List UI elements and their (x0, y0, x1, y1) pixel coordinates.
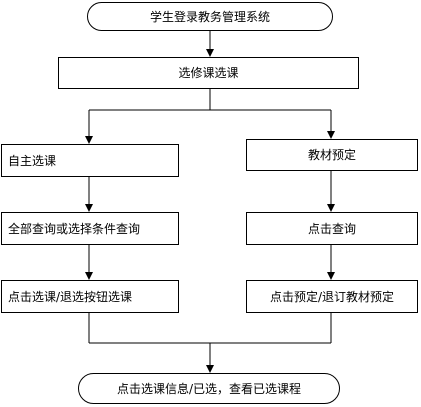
select-drop-node: 点击选课/退选按钮选课 (1, 280, 179, 313)
query-node: 全部查询或选择条件查询 (1, 212, 179, 245)
start-node-label: 学生登录教务管理系统 (149, 9, 270, 24)
end-node-label: 点击选课信息/已选，查看已选课程 (116, 381, 302, 396)
self-select-node: 自主选课 (1, 144, 179, 177)
select-courses-label: 选修课选课 (178, 66, 239, 80)
select-drop-label: 点击选课/退选按钮选课 (8, 289, 133, 304)
end-node: 点击选课信息/已选，查看已选课程 (78, 373, 340, 404)
query-label: 全部查询或选择条件查询 (8, 221, 141, 236)
click-query-node: 点击查询 (246, 212, 418, 245)
textbook-booking-label: 教材预定 (307, 148, 356, 162)
start-node: 学生登录教务管理系统 (87, 2, 333, 31)
self-select-label: 自主选课 (8, 153, 57, 168)
click-query-label: 点击查询 (307, 221, 356, 236)
book-cancel-label: 点击预定/退订教材预定 (269, 289, 395, 304)
textbook-booking-node: 教材预定 (246, 139, 418, 171)
book-cancel-node: 点击预定/退订教材预定 (246, 280, 418, 313)
select-courses-node: 选修课选课 (58, 57, 359, 89)
